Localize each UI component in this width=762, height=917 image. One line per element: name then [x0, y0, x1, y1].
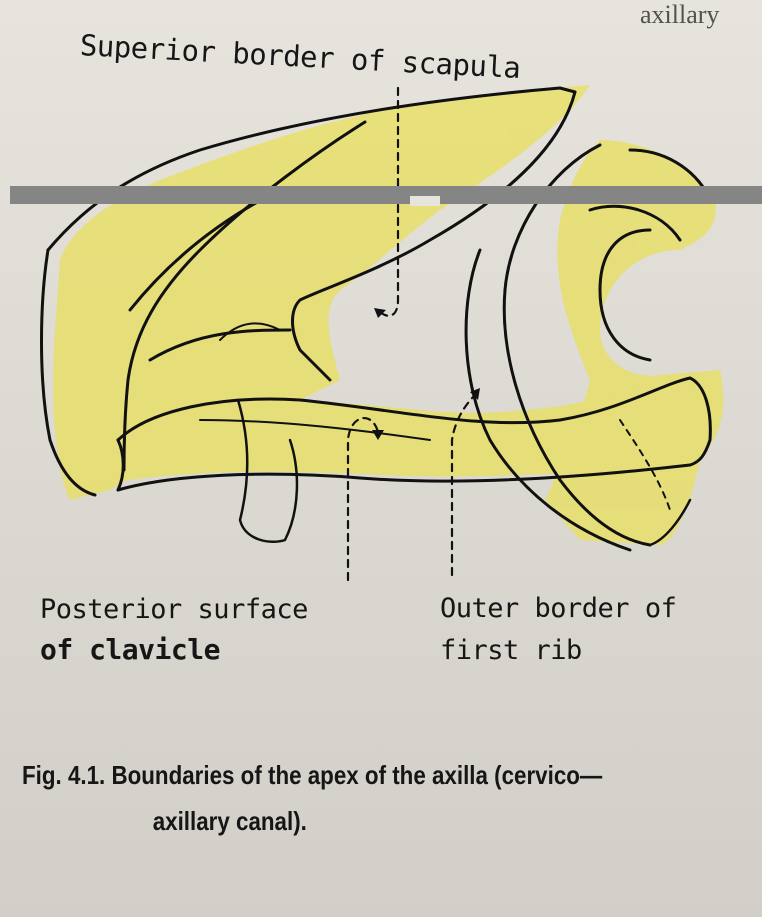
figure-caption: Fig. 4.1. Boundaries of the apex of the … [22, 752, 602, 844]
scan-artifact-bar [10, 186, 762, 204]
arrowhead-superior [374, 308, 386, 318]
label-outer-border: Outer border of first rib [440, 588, 676, 672]
caption-line1: Fig. 4.1. Boundaries of the apex of the … [22, 760, 602, 790]
scan-artifact-notch [410, 196, 440, 206]
label-outer-line2: first rib [440, 630, 676, 672]
label-posterior-surface: Posterior surface of clavicle [40, 590, 308, 670]
label-posterior-line2: of clavicle [40, 630, 308, 670]
label-posterior-line1: Posterior surface [40, 590, 308, 630]
bleed-through-heading: axillary [640, 0, 719, 30]
caption-line2: axillary canal). [22, 798, 602, 844]
label-outer-line1: Outer border of [440, 588, 676, 630]
highlight-fill [53, 85, 723, 545]
